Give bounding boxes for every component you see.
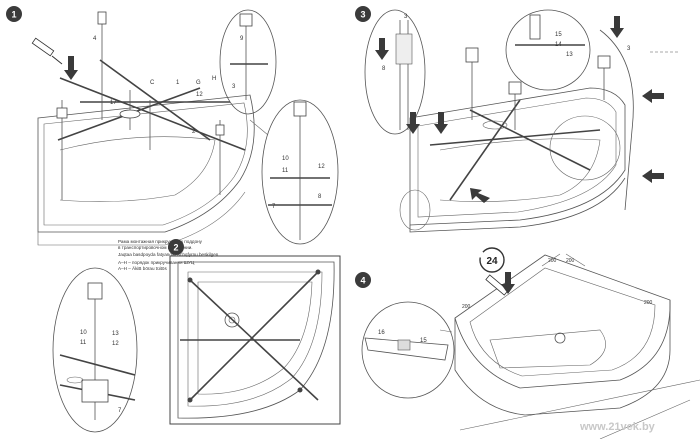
step-1-panel [31, 9, 339, 246]
timer-label: 24 [486, 256, 498, 267]
step-4-badge: 4 [355, 272, 371, 288]
label: 11 [282, 168, 289, 174]
svg-text:Jaqtaa basdpoyda fatyandikbsch: Jaqtaa basdpoyda fatyandikbschqfyrnu bes… [118, 252, 220, 257]
step-1-badge: 1 [6, 6, 22, 22]
label: 1 [176, 80, 180, 86]
label: 7 [272, 204, 276, 210]
label: 12 [196, 92, 203, 98]
label: 12 [318, 164, 325, 170]
svg-text:200: 200 [548, 258, 557, 264]
step-2-panel [169, 255, 341, 425]
label: 2 [192, 129, 196, 135]
svg-text:A–H – ÄkiB börau tüitös: A–H – ÄkiB börau tüitös [118, 265, 167, 271]
step-3-panel [364, 9, 680, 233]
watermark: www.21vek.by [579, 421, 656, 433]
svg-text:8: 8 [382, 66, 386, 72]
svg-text:14: 14 [555, 42, 562, 48]
svg-text:7: 7 [118, 408, 122, 414]
svg-text:16: 16 [378, 330, 385, 336]
svg-text:13: 13 [112, 331, 119, 337]
svg-text:15: 15 [555, 32, 562, 38]
step-1-detail-circle: 10 11 13 12 7 [52, 267, 138, 433]
svg-text:3: 3 [404, 14, 408, 20]
svg-text:в транспортировочном положении: в транспортировочном положении. [118, 245, 193, 250]
caption: Рама монтажная прикручена к поддону в тр… [118, 239, 220, 271]
step-1-labels: 4 9 17 C G H 12 1 2 3 10 11 12 8 7 [93, 36, 325, 210]
svg-text:1: 1 [11, 10, 16, 20]
svg-text:200: 200 [566, 258, 575, 264]
label: G [196, 80, 201, 86]
svg-text:4: 4 [360, 276, 365, 286]
step-4-panel: 200 200 200 200 24 16 15 [361, 247, 700, 439]
label: 9 [240, 36, 244, 42]
label: 3 [232, 84, 236, 90]
svg-text:200: 200 [462, 304, 471, 310]
label: 8 [318, 194, 322, 200]
step-3-labels: 3 8 15 14 13 3 [382, 14, 631, 72]
label: 17 [110, 100, 117, 106]
step-3-badge: 3 [355, 6, 371, 22]
svg-text:12: 12 [112, 341, 119, 347]
step-2-badge: 2 [168, 239, 184, 255]
svg-text:А–Н – порядок прикручивания ШУ: А–Н – порядок прикручивания ШУЦ [118, 260, 195, 265]
svg-text:13: 13 [566, 52, 573, 58]
label: C [150, 80, 155, 86]
svg-text:11: 11 [80, 340, 87, 346]
svg-text:3: 3 [627, 46, 631, 52]
svg-text:3: 3 [360, 10, 365, 20]
svg-text:2: 2 [173, 243, 178, 253]
svg-text:200: 200 [644, 300, 653, 306]
label: 10 [282, 156, 289, 162]
svg-text:15: 15 [420, 338, 427, 344]
svg-text:10: 10 [80, 330, 87, 336]
svg-text:Рама монтажная прикручена к по: Рама монтажная прикручена к поддону [118, 239, 203, 244]
label: H [212, 76, 216, 82]
label: 4 [93, 36, 97, 42]
